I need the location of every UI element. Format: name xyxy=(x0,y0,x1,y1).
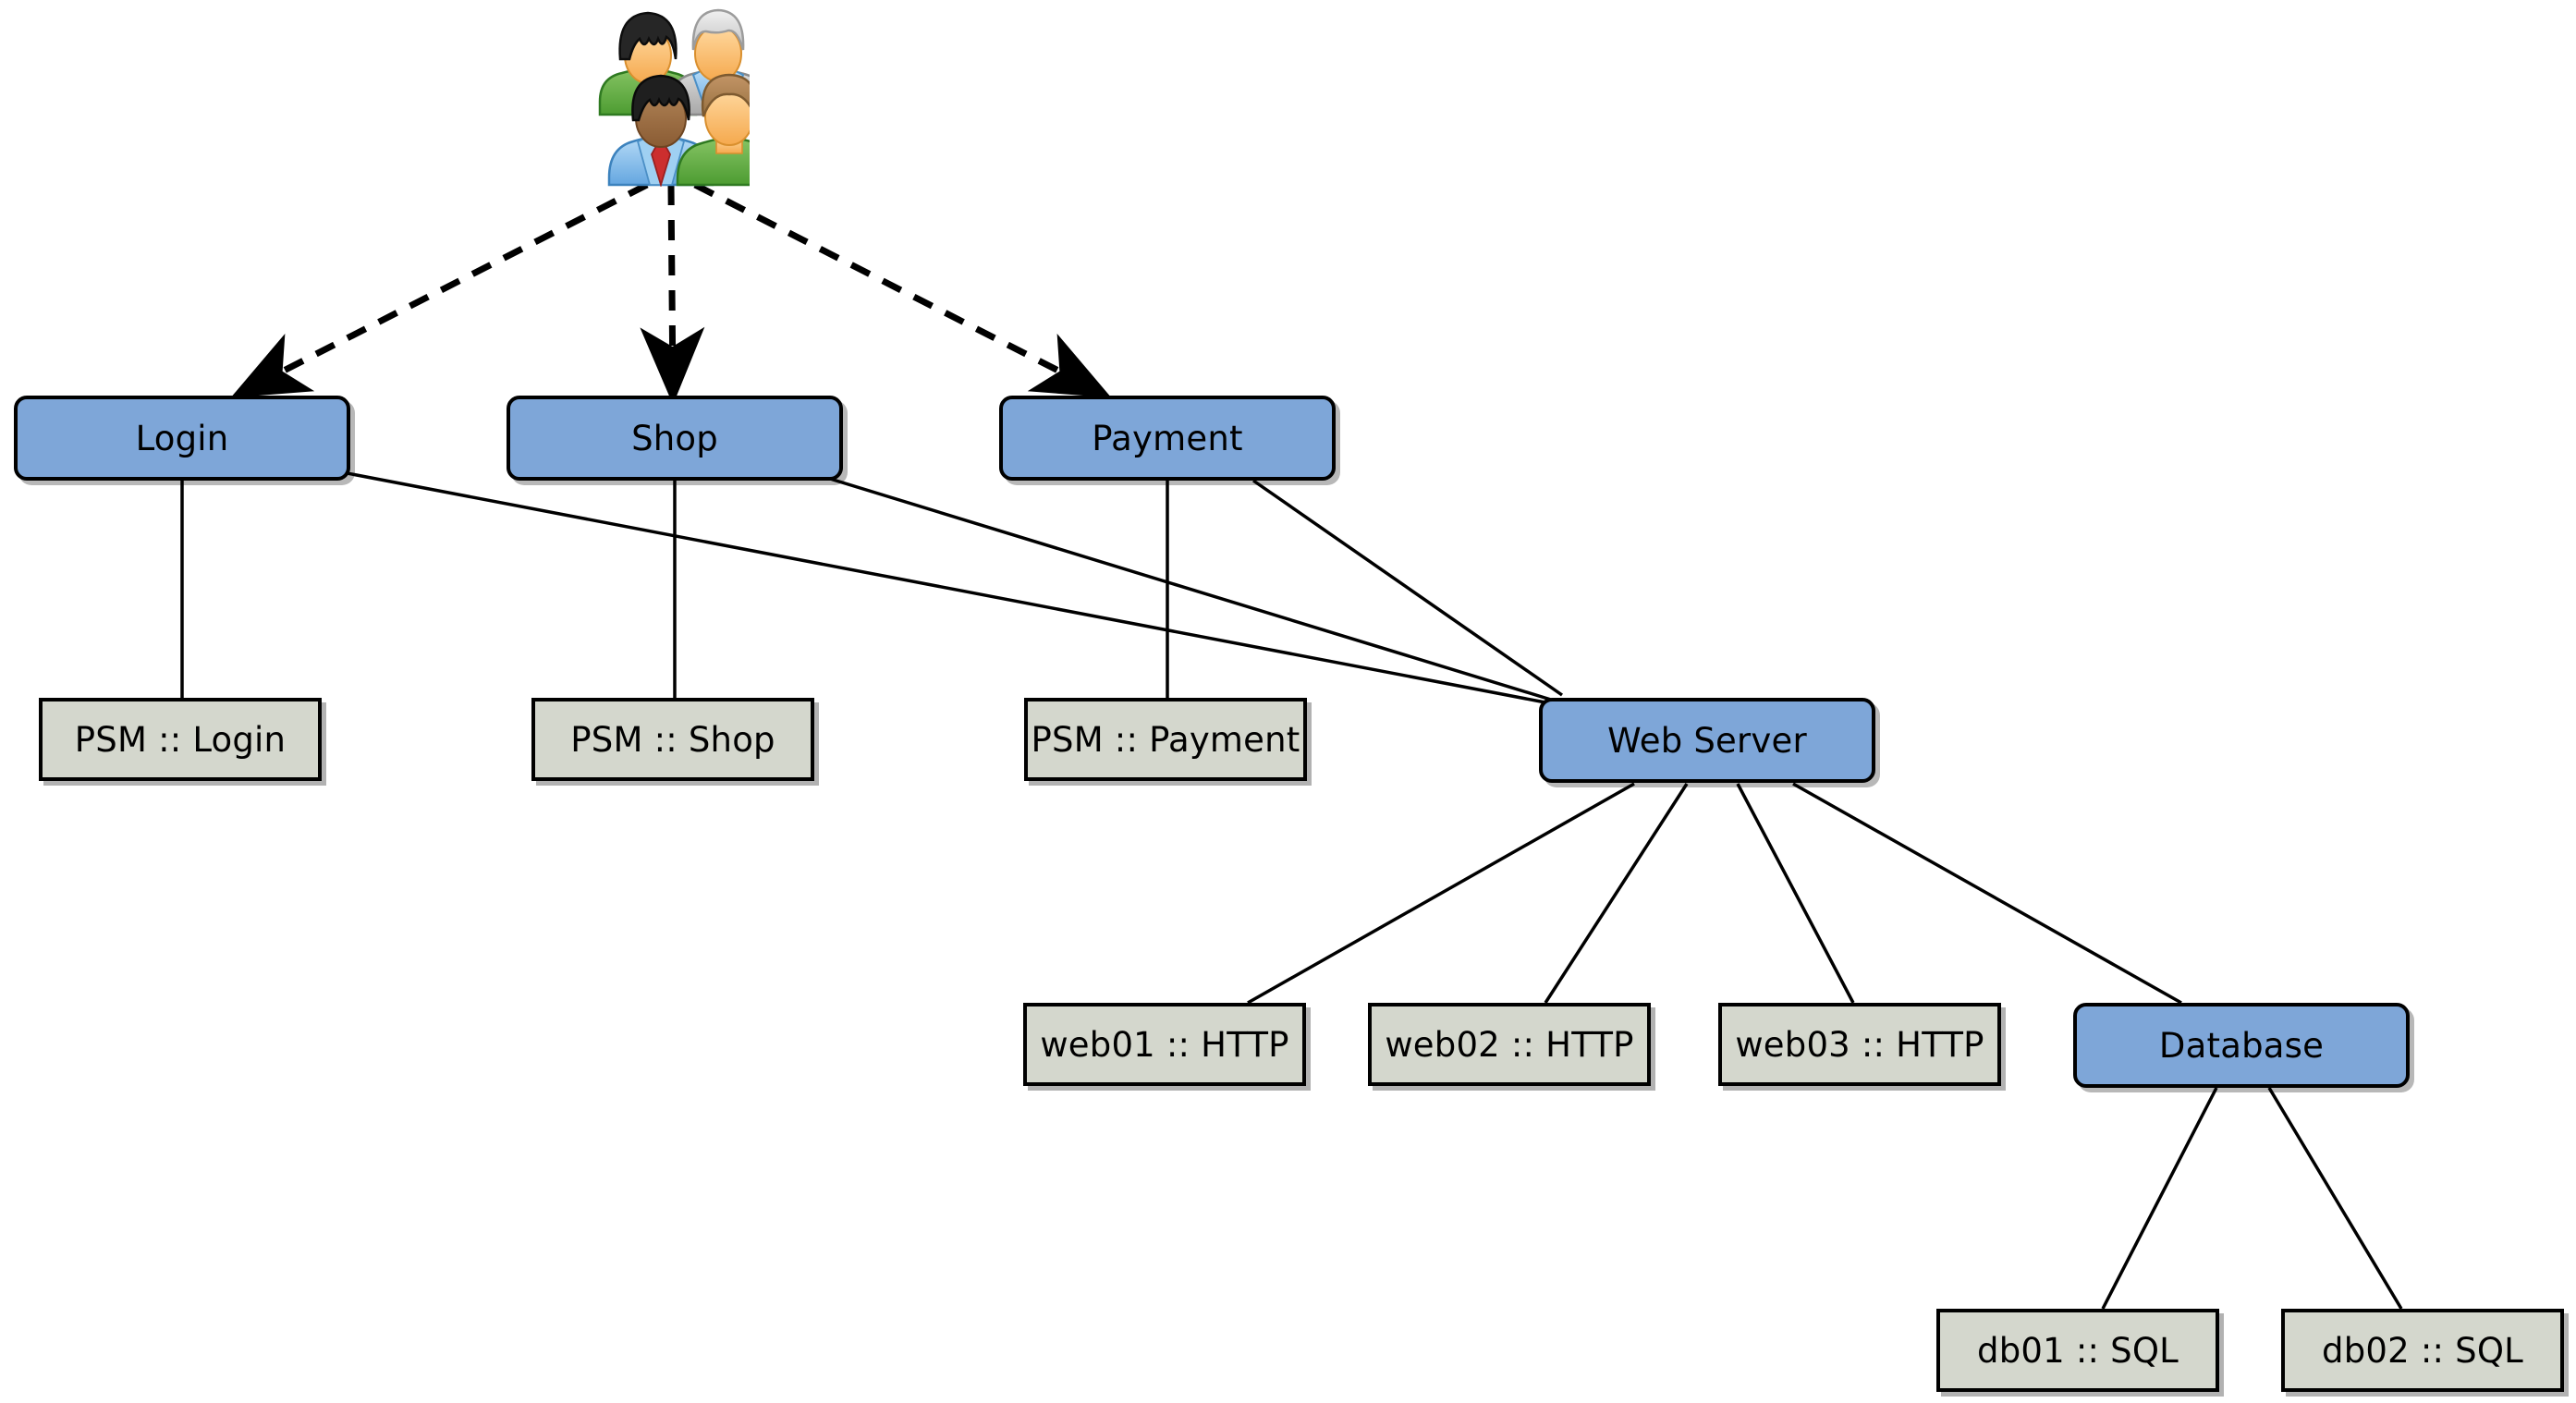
node-label-login: Login xyxy=(135,418,229,458)
node-web_server[interactable]: Web Server xyxy=(1539,698,1875,783)
node-web01[interactable]: web01 :: HTTP xyxy=(1023,1003,1306,1086)
edge-users-login xyxy=(230,181,649,398)
node-label-database: Database xyxy=(2158,1025,2325,1066)
node-label-web01: web01 :: HTTP xyxy=(1040,1024,1289,1065)
node-web02[interactable]: web02 :: HTTP xyxy=(1368,1003,1651,1086)
edge-users-shop xyxy=(640,184,705,405)
edge-shop-webserver xyxy=(829,477,1552,702)
node-label-web02: web02 :: HTTP xyxy=(1385,1024,1634,1065)
node-label-shop: Shop xyxy=(631,418,718,458)
node-psm_login[interactable]: PSM :: Login xyxy=(39,698,322,781)
node-shop[interactable]: Shop xyxy=(507,396,843,481)
node-label-psm_shop: PSM :: Shop xyxy=(570,719,775,760)
edge-webserver-web03 xyxy=(1736,783,1855,1004)
node-label-payment: Payment xyxy=(1092,418,1243,458)
node-label-db02: db02 :: SQL xyxy=(2322,1330,2523,1371)
node-db01[interactable]: db01 :: SQL xyxy=(1936,1309,2219,1392)
node-label-web_server: Web Server xyxy=(1607,720,1807,761)
edge-users-payment xyxy=(693,181,1112,398)
node-psm_payment[interactable]: PSM :: Payment xyxy=(1024,698,1307,781)
edge-webserver-web02 xyxy=(1544,783,1689,1004)
edge-webserver-web01 xyxy=(1247,782,1635,1005)
node-psm_shop[interactable]: PSM :: Shop xyxy=(531,698,814,781)
node-label-psm_payment: PSM :: Payment xyxy=(1031,719,1300,760)
node-label-web03: web03 :: HTTP xyxy=(1735,1024,1984,1065)
node-label-psm_login: PSM :: Login xyxy=(74,719,287,760)
edge-database-db02 xyxy=(2267,1087,2403,1310)
node-login[interactable]: Login xyxy=(14,396,350,481)
edge-payment-webserver xyxy=(1252,479,1563,697)
edge-login-webserver xyxy=(336,470,1546,704)
node-label-db01: db01 :: SQL xyxy=(1977,1330,2179,1371)
edge-database-db01 xyxy=(2101,1087,2218,1310)
users-icon xyxy=(581,2,783,189)
node-database[interactable]: Database xyxy=(2073,1003,2410,1088)
node-payment[interactable]: Payment xyxy=(999,396,1336,481)
node-db02[interactable]: db02 :: SQL xyxy=(2281,1309,2564,1392)
node-web03[interactable]: web03 :: HTTP xyxy=(1718,1003,2001,1086)
edge-webserver-database xyxy=(1792,782,2182,1005)
